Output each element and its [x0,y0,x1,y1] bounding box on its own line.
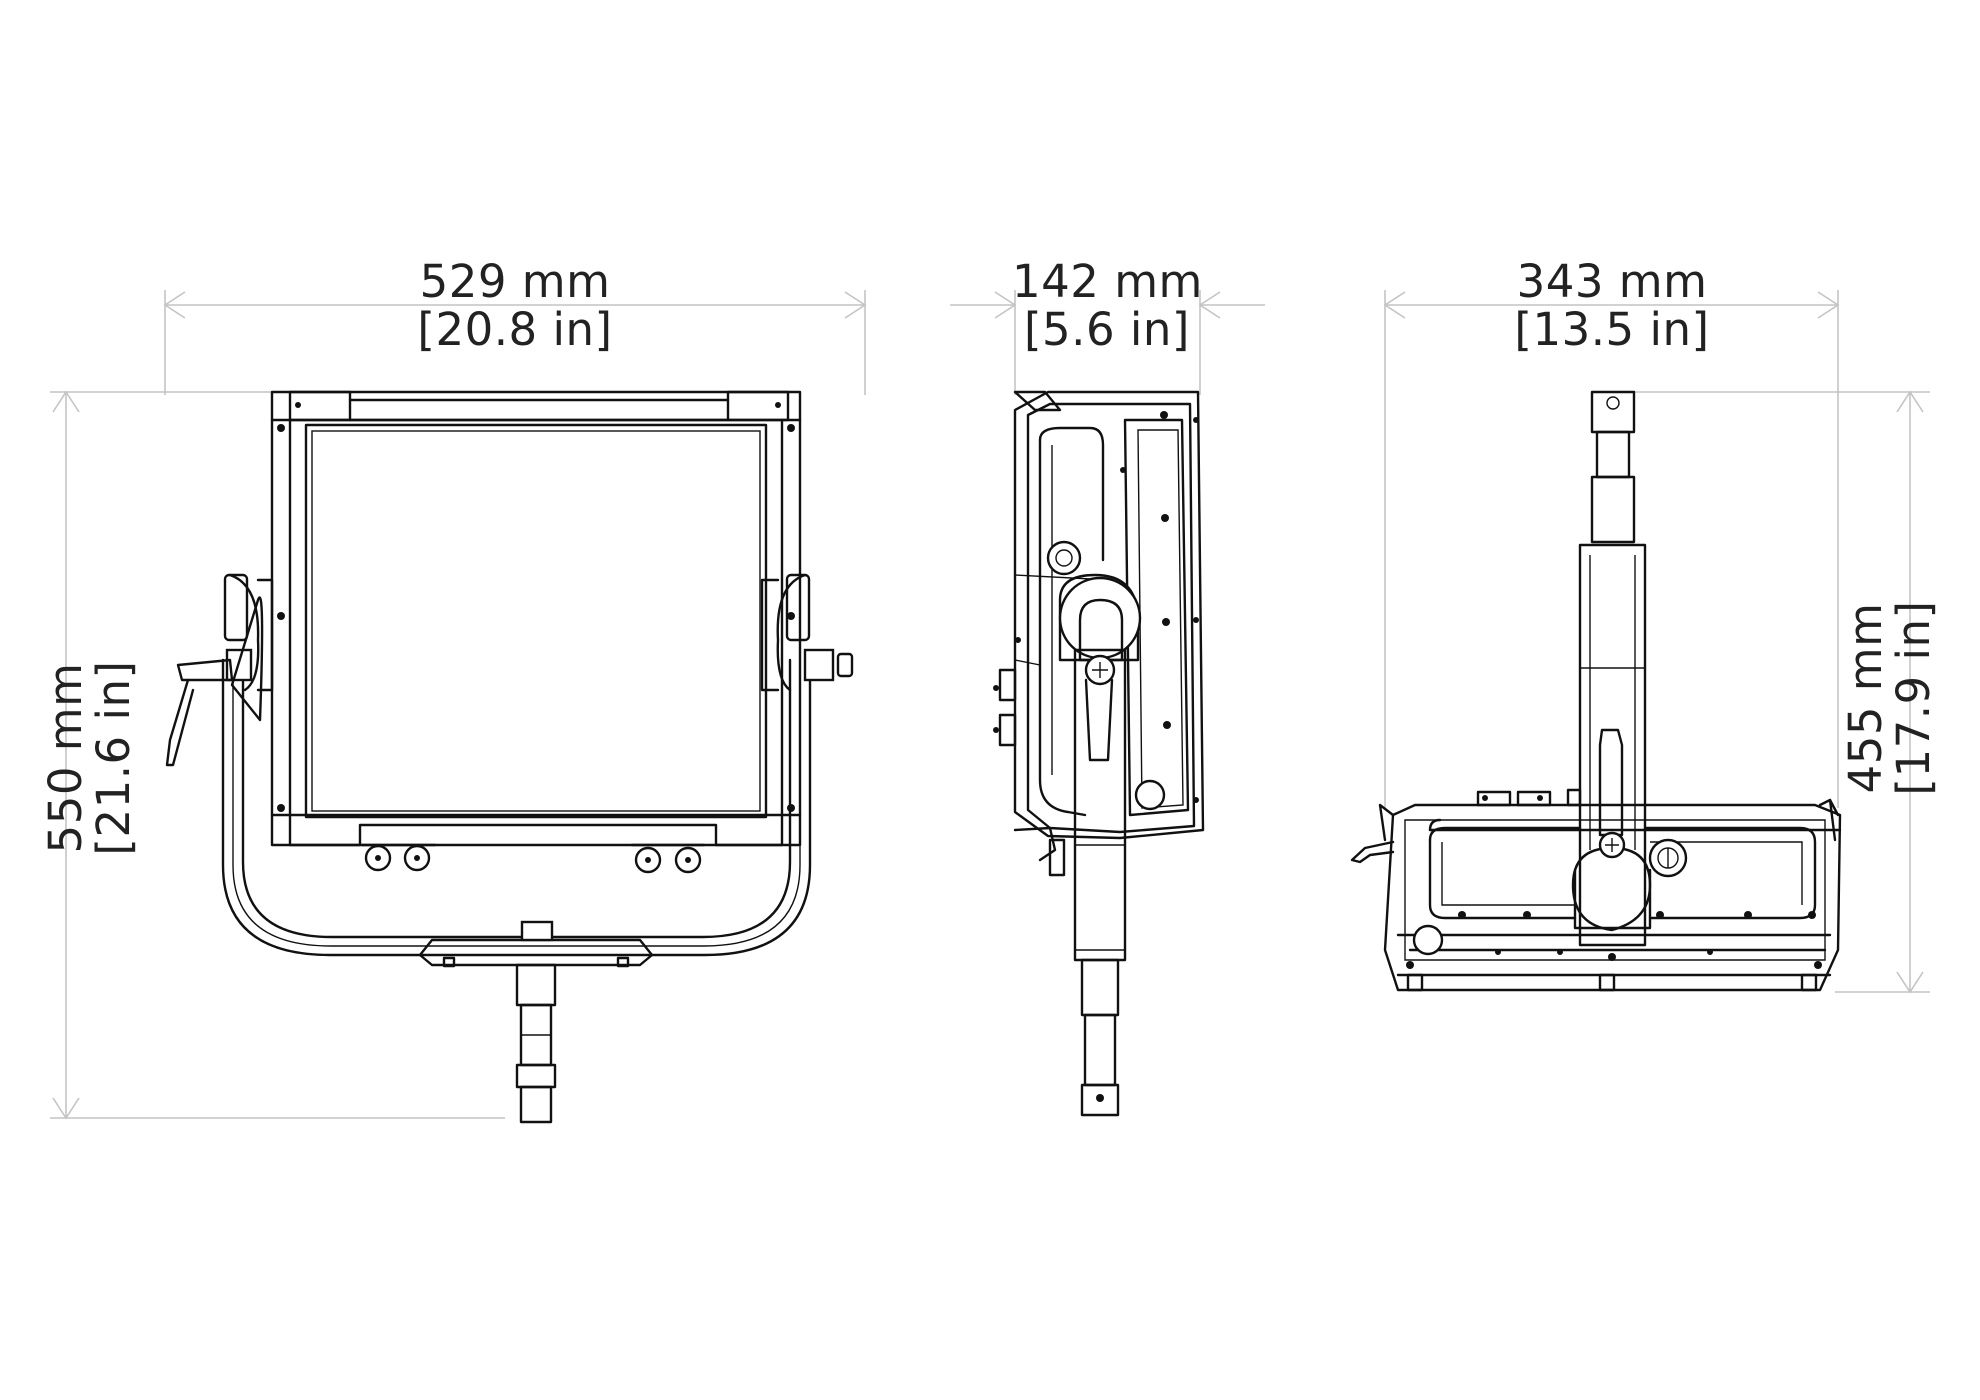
side-depth-in: [5.6 in] [1023,303,1190,356]
front-width-label: 529 mm [20.8 in] [415,258,615,354]
top-height-label: 455 mm [17.9 in] [1839,588,1940,808]
front-width-in: [20.8 in] [417,303,613,356]
side-view [993,390,1205,1117]
side-depth-label: 142 mm [5.6 in] [1012,258,1202,354]
front-view [165,390,854,1124]
top-width-label: 343 mm [13.5 in] [1512,258,1712,354]
front-height-in: [21.6 in] [87,660,140,856]
dimension-lines [50,290,1930,1120]
front-width-mm: 529 mm [419,255,611,308]
top-height-mm: 455 mm [1839,602,1892,794]
side-depth-mm: 142 mm [1012,255,1203,308]
frame-screws [277,402,795,812]
bottom-connectors [360,843,706,874]
top-view [1350,390,1842,992]
top-width-mm: 343 mm [1516,255,1708,308]
front-height-label: 550 mm [21.6 in] [39,648,140,868]
top-height-in: [17.9 in] [1887,600,1940,796]
front-height-mm: 550 mm [39,662,92,854]
top-width-in: [13.5 in] [1514,303,1710,356]
